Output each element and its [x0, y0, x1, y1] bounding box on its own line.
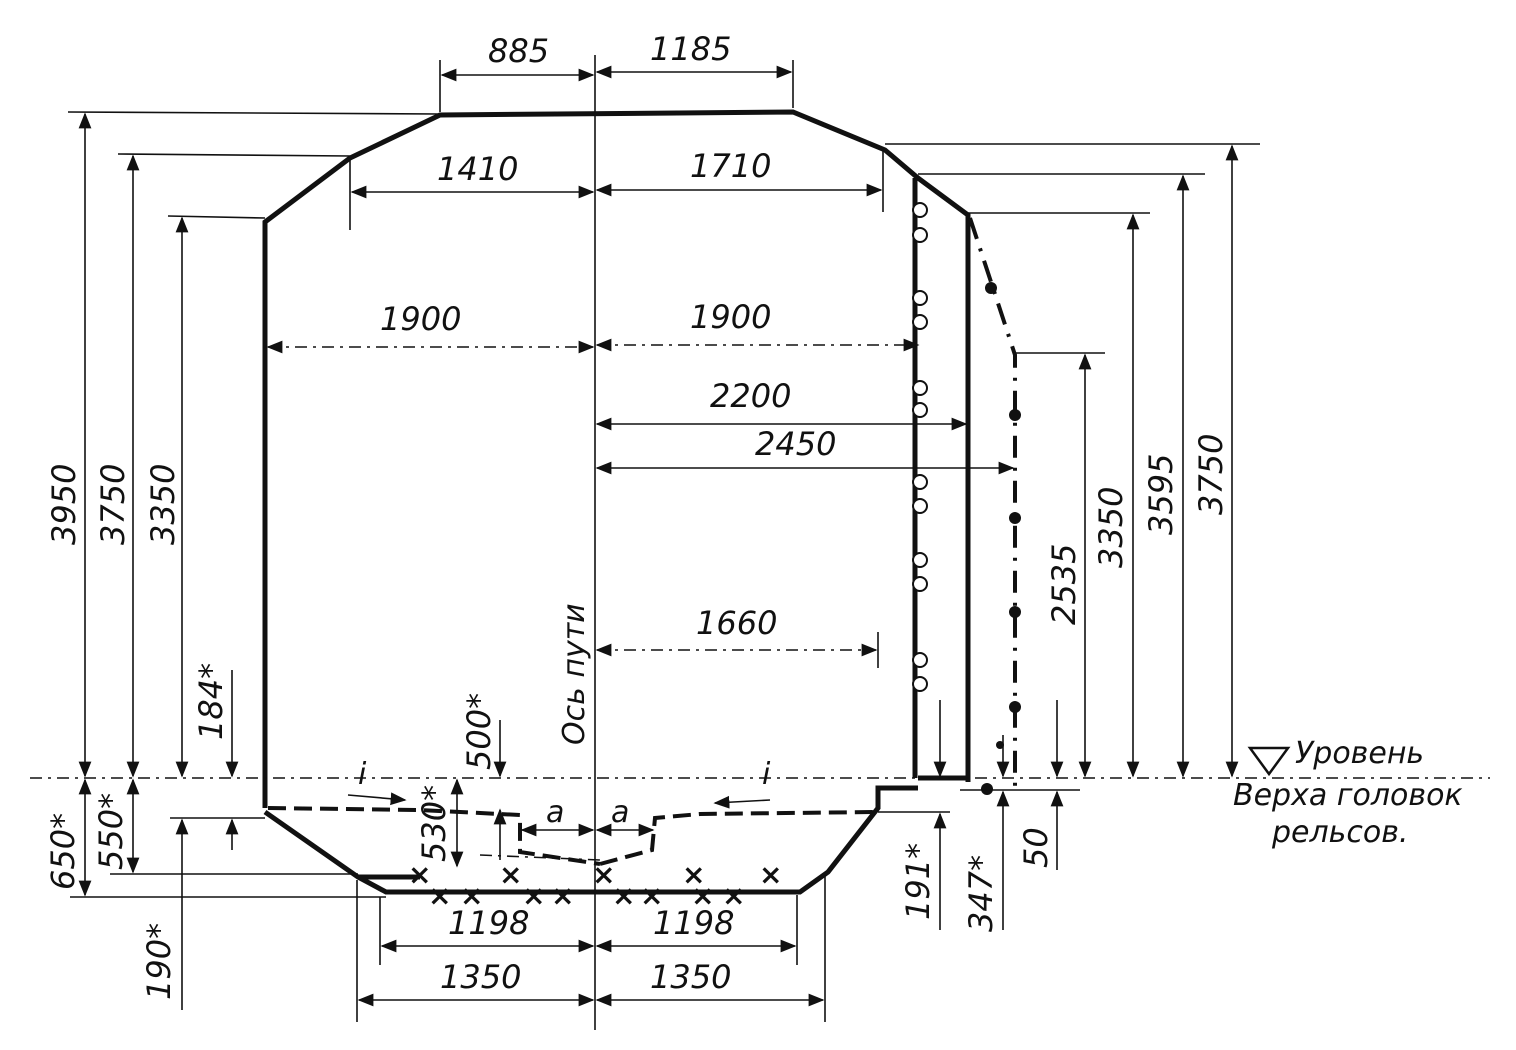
svg-text:×: × — [759, 858, 782, 891]
svg-text:×: × — [522, 879, 545, 912]
dim-3750-left: 3750 — [94, 464, 132, 545]
vertical-dimensions — [78, 112, 1239, 1010]
dim-1185: 1185 — [650, 30, 731, 68]
dim-1350-left: 1350 — [440, 958, 521, 996]
level-label-line2: Верха головок — [1233, 778, 1463, 813]
dim-1660: 1660 — [696, 604, 777, 642]
dim-1198-left: 1198 — [448, 904, 529, 942]
dim-3350-left: 3350 — [144, 464, 182, 545]
level-label-line1: Уровень — [1295, 736, 1424, 771]
extension-lines — [67, 60, 1260, 1022]
dim-885: 885 — [488, 32, 549, 70]
svg-text:×: × — [551, 879, 574, 912]
dim-1350-right: 1350 — [650, 958, 731, 996]
svg-text:×: × — [612, 879, 635, 912]
slope-label-right: i — [762, 757, 771, 792]
dim-184: 184* — [192, 663, 230, 740]
slope-label-left: i — [358, 757, 367, 792]
svg-text:×: × — [640, 879, 663, 912]
dim-50: 50 — [1017, 827, 1055, 868]
dim-347: 347* — [962, 855, 1000, 932]
circle-marker-contour — [912, 202, 928, 692]
svg-text:×: × — [691, 879, 714, 912]
dim-2535: 2535 — [1045, 544, 1083, 625]
svg-text:×: × — [592, 858, 615, 891]
level-triangle-icon — [1247, 746, 1291, 777]
svg-text:×: × — [428, 879, 451, 912]
dim-500: 500* — [460, 693, 498, 770]
svg-text:×: × — [499, 858, 522, 891]
dim-650: 650* — [44, 813, 82, 890]
gauge-outline — [262, 109, 971, 895]
dim-3350-right: 3350 — [1092, 487, 1130, 568]
dim-1900-right: 1900 — [690, 298, 771, 336]
dim-1900-left: 1900 — [380, 300, 461, 338]
level-label-line3: рельсов. — [1271, 815, 1408, 850]
lower-dashed-contours — [267, 806, 876, 866]
a-label-right: a — [611, 795, 629, 830]
horizontal-dimensions — [266, 65, 1015, 1007]
dim-1710: 1710 — [690, 147, 771, 185]
right-dot-contour — [968, 217, 1021, 795]
dim-2200: 2200 — [710, 377, 791, 415]
dim-550: 550* — [92, 793, 130, 870]
svg-text:×: × — [682, 858, 705, 891]
dim-190: 190* — [140, 923, 178, 1000]
svg-text:×: × — [722, 879, 745, 912]
dim-1410: 1410 — [437, 150, 518, 188]
dim-3950: 3950 — [45, 464, 83, 545]
cross-markers: × × × × × × × × × × × × × — [408, 858, 782, 912]
dim-3750-right: 3750 — [1192, 434, 1230, 515]
a-label-left: a — [546, 795, 564, 830]
dim-2450: 2450 — [755, 425, 836, 463]
track-axis-label: Ось пути — [557, 603, 592, 745]
dim-191: 191* — [899, 843, 937, 920]
svg-text:×: × — [460, 879, 483, 912]
dim-1198-right: 1198 — [653, 904, 734, 942]
svg-text:×: × — [408, 858, 431, 891]
dim-3595: 3595 — [1142, 454, 1180, 535]
dim-530: 530* — [415, 785, 453, 862]
